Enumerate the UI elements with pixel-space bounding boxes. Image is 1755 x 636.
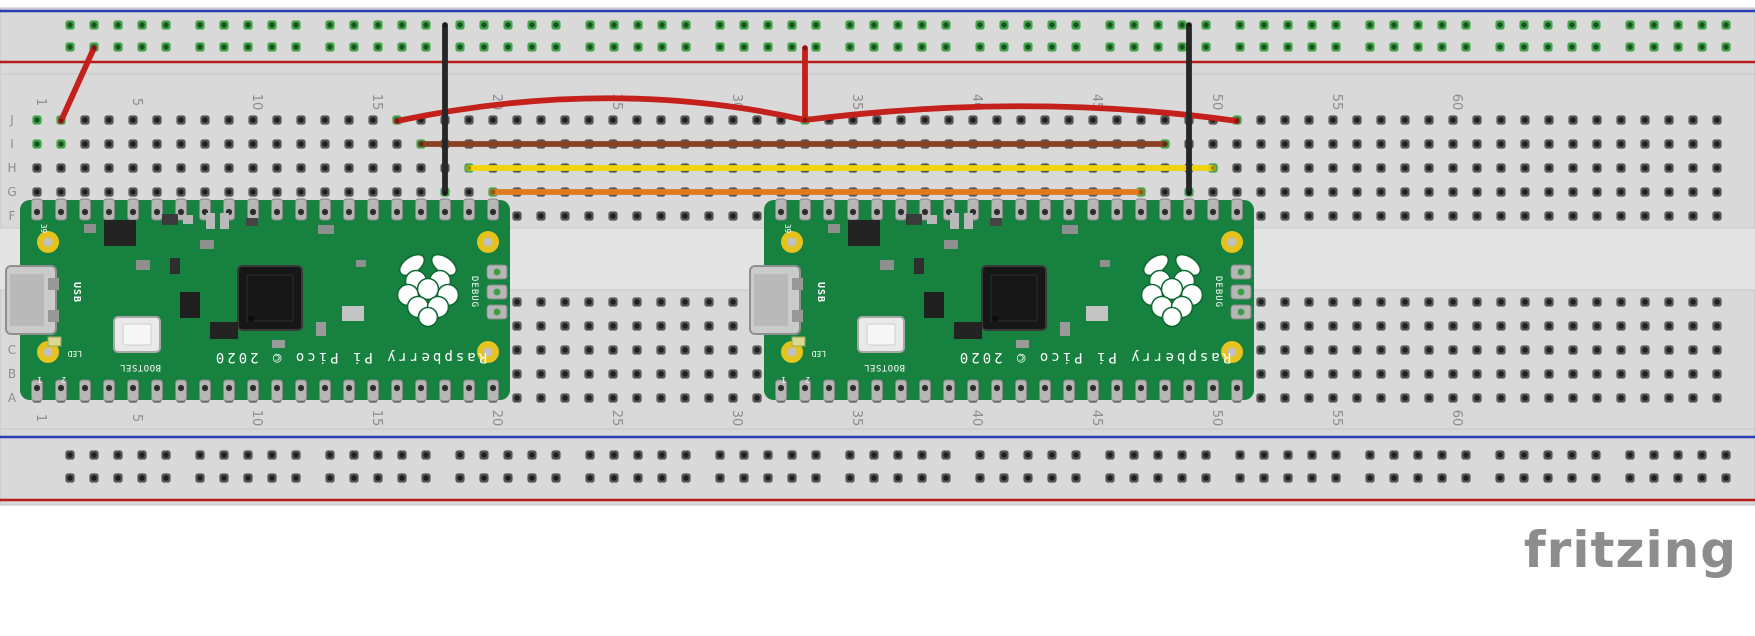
svg-text:55: 55 [1329, 410, 1344, 427]
svg-text:30: 30 [729, 410, 744, 427]
pico-board-2[interactable] [749, 198, 1255, 402]
svg-text:50: 50 [1209, 410, 1224, 427]
svg-text:25: 25 [609, 410, 624, 427]
svg-text:15: 15 [369, 94, 384, 111]
wire-red-rail-jumper[interactable] [58, 45, 97, 124]
svg-text:50: 50 [1209, 94, 1224, 111]
wires-layer [58, 22, 1240, 196]
svg-text:40: 40 [969, 410, 984, 427]
svg-text:I: I [10, 137, 14, 151]
svg-text:10: 10 [249, 410, 264, 427]
svg-text:60: 60 [1449, 410, 1464, 427]
svg-text:5: 5 [129, 98, 144, 106]
svg-text:5: 5 [129, 414, 144, 422]
svg-text:H: H [7, 161, 16, 175]
svg-text:J: J [9, 113, 14, 127]
svg-text:B: B [8, 367, 16, 381]
svg-text:35: 35 [849, 94, 864, 111]
svg-text:20: 20 [489, 410, 504, 427]
svg-text:15: 15 [369, 410, 384, 427]
svg-text:35: 35 [849, 410, 864, 427]
svg-text:G: G [7, 185, 16, 199]
svg-text:F: F [9, 209, 16, 223]
svg-text:1: 1 [33, 98, 48, 106]
svg-text:55: 55 [1329, 94, 1344, 111]
fritzing-watermark: fritzing [1524, 521, 1737, 579]
svg-text:45: 45 [1089, 410, 1104, 427]
pico-board-1[interactable] [5, 198, 511, 402]
wire-red-long-left[interactable] [394, 95, 808, 124]
svg-text:1: 1 [33, 414, 48, 422]
svg-text:10: 10 [249, 94, 264, 111]
svg-text:A: A [8, 391, 17, 405]
wire-red-long-right[interactable] [802, 103, 1240, 124]
svg-text:60: 60 [1449, 94, 1464, 111]
svg-text:C: C [8, 343, 16, 357]
